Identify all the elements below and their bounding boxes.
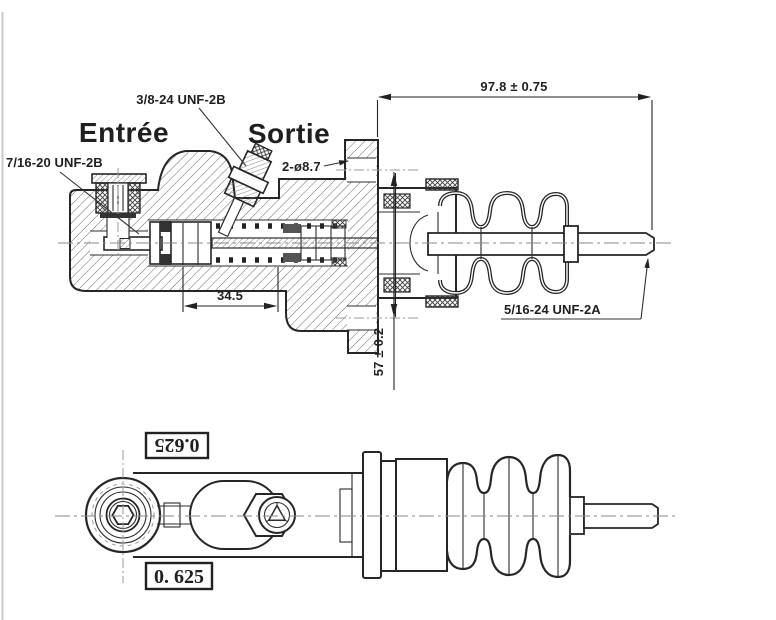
bore-label-top-text: 0.625 — [155, 434, 200, 456]
dim-overall-length-text: 97.8 ± 0.75 — [480, 79, 547, 94]
body-tube-top — [133, 472, 363, 558]
label-inlet-entree: Entrée — [79, 117, 169, 148]
callout-outlet-thread: 3/8-24 UNF-2B — [136, 92, 247, 167]
dim-stroke: 34.5 — [182, 267, 279, 312]
label-outlet-thread: 3/8-24 UNF-2B — [136, 92, 225, 107]
bore-label-box-bottom: 0. 625 — [144, 561, 214, 591]
outlet-neck-top — [157, 502, 192, 528]
dim-stroke-text: 34.5 — [217, 288, 243, 303]
dim-overall-length: 97.8 ± 0.75 — [376, 79, 653, 230]
dim-mounting-holes: 2-ø8.7 — [282, 159, 349, 174]
section-view: 97.8 ± 0.75 34.5 2-ø8.7 57 ± 0.2 3/8-24 … — [6, 79, 672, 390]
outlet-port-assembly — [217, 142, 273, 238]
dim-hole-spacing-text: 57 ± 0.2 — [371, 328, 386, 377]
flange-top — [362, 451, 448, 579]
label-outlet-sortie: Sortie — [248, 118, 330, 149]
hex-socket — [111, 504, 135, 525]
bore-label-bottom-text: 0. 625 — [154, 566, 204, 588]
plan-view: 0.625 0. 625 — [55, 431, 676, 591]
push-rod — [427, 232, 655, 256]
fitting-tri-recess — [268, 504, 286, 521]
callout-inlet-thread: 7/16-20 UNF-2B — [6, 155, 140, 235]
boot-cuff — [563, 225, 579, 263]
dim-mounting-holes-text: 2-ø8.7 — [282, 159, 321, 174]
label-inlet-thread: 7/16-20 UNF-2B — [6, 155, 103, 170]
callout-rod-thread: 5/16-24 UNF-2A — [501, 258, 650, 320]
mounting-flange-holes — [336, 157, 420, 331]
inlet-port-assembly — [91, 168, 147, 260]
reservoir-port-top — [84, 450, 162, 583]
label-rod-thread: 5/16-24 UNF-2A — [504, 302, 601, 317]
outlet-boss-top — [189, 480, 296, 550]
dim-hole-spacing: 57 ± 0.2 — [371, 172, 398, 390]
bore-label-box-top: 0.625 — [144, 431, 210, 460]
